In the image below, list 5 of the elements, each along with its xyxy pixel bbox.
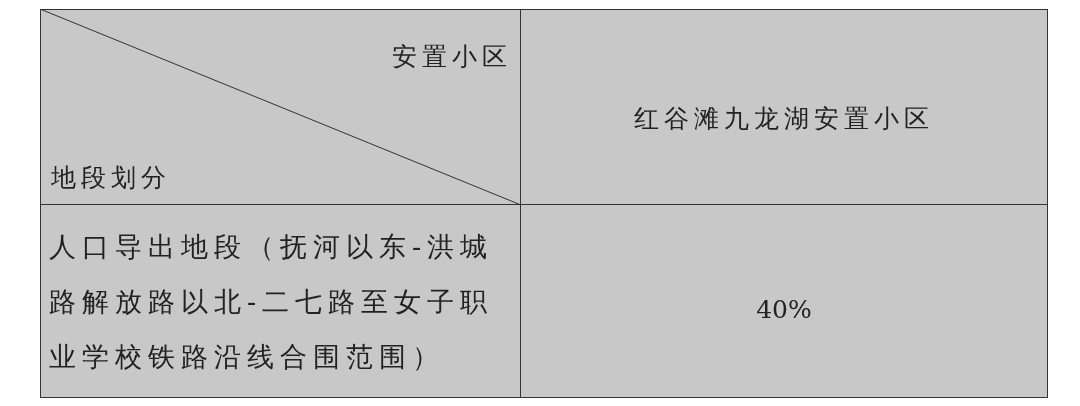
cell-text: 红谷滩九龙湖安置小区 (633, 103, 935, 135)
cell-text: 安置小区 (392, 41, 512, 73)
cell-text: 地段划分 (51, 162, 171, 194)
cell-text: 40% (755, 295, 813, 324)
cell-text: 人口导出地段（抚河以东-洪城路解放路以北-二七路至女子职业学校铁路沿线合围范围） (49, 230, 495, 374)
